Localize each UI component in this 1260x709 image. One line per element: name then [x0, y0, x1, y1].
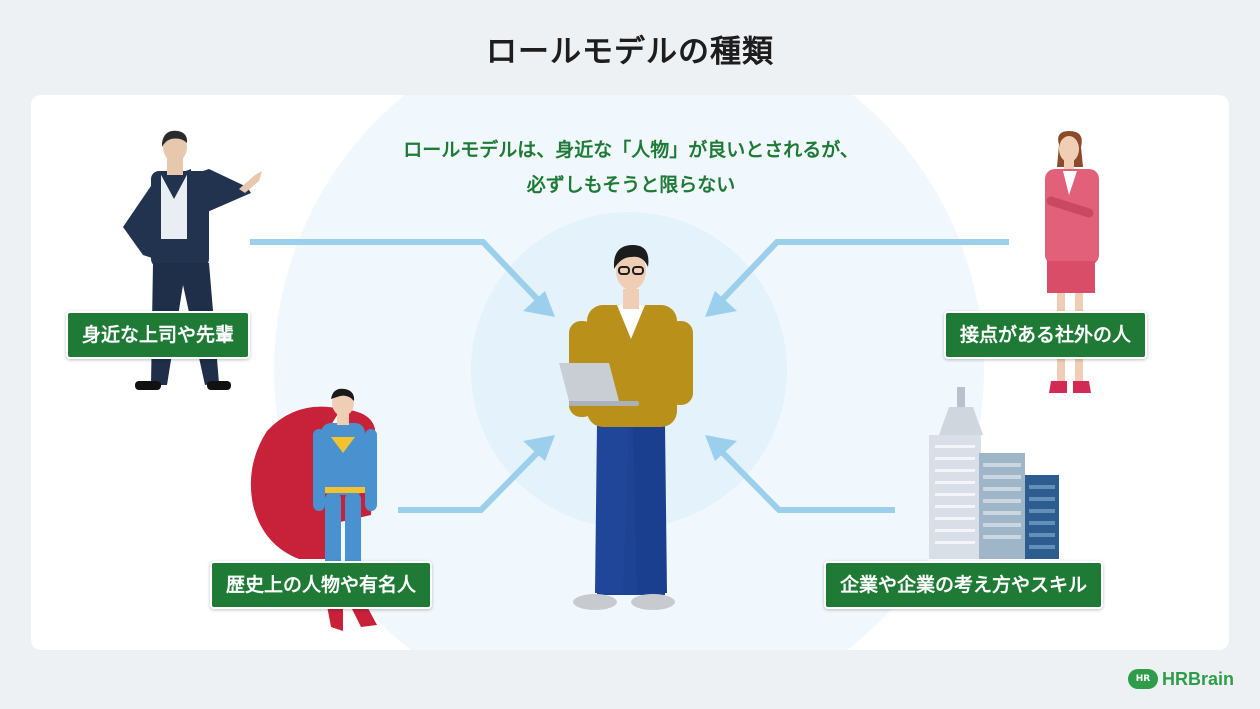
diagram-canvas [123, 95, 1099, 650]
central-person-illustration [559, 245, 693, 610]
diagram-card: ロールモデルは、身近な「人物」が良いとされるが、 必ずしもそうと限らない 身近な… [31, 95, 1229, 650]
logo-badge: HR [1128, 669, 1158, 689]
page-title: ロールモデルの種類 [486, 34, 774, 70]
arrow-boss [250, 239, 544, 306]
arrow-company [716, 446, 895, 513]
label-company: 企業や企業の考え方やスキル [824, 561, 1104, 609]
label-historical: 歴史上の人物や有名人 [210, 561, 433, 609]
label-boss: 身近な上司や先輩 [66, 311, 251, 359]
caption-line-2: 必ずしもそうと限らない [526, 174, 736, 196]
label-external: 接点がある社外の人 [944, 311, 1148, 359]
caption-line-1: ロールモデルは、身近な「人物」が良いとされるが、 [403, 139, 859, 161]
businessman-illustration [123, 130, 262, 390]
arrow-external [716, 239, 1009, 306]
superhero-illustration [250, 388, 377, 631]
caption: ロールモデルは、身近な「人物」が良いとされるが、 必ずしもそうと限らない [331, 133, 931, 203]
arrowhead-historical [523, 435, 555, 461]
buildings-illustration [929, 387, 1059, 559]
arrowhead-company [705, 435, 737, 461]
hrbrain-logo: HR HRBrain [1128, 667, 1234, 691]
arrowhead-external [705, 291, 737, 317]
arrowhead-boss [523, 291, 555, 317]
arrow-historical [398, 446, 544, 513]
logo-text: HRBrain [1162, 668, 1235, 689]
